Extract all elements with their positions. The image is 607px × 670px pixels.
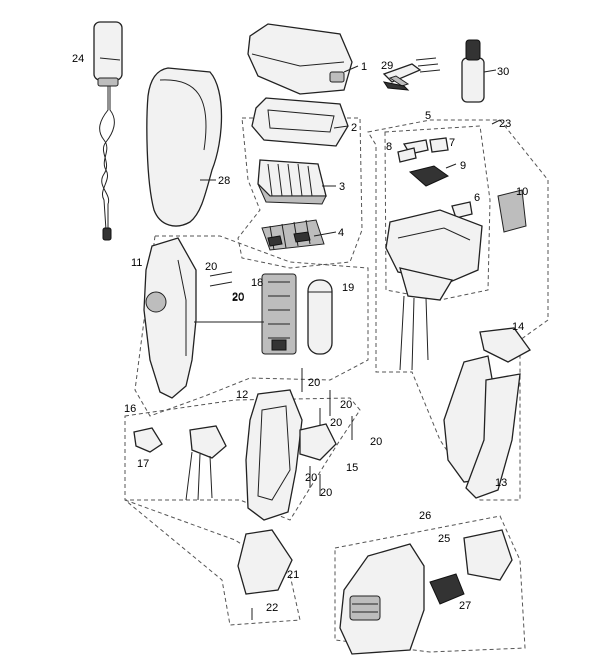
charging-station-part <box>339 543 425 655</box>
protective-cap-part <box>247 23 353 95</box>
label-part-22: 22 <box>266 602 278 614</box>
bottom-cover-part <box>237 529 293 595</box>
label-part-4: 4 <box>338 227 344 239</box>
label-part-1: 1 <box>361 61 367 73</box>
pouch-part <box>146 67 223 227</box>
label-part-23: 23 <box>499 118 511 130</box>
label-part-18: 18 <box>251 277 263 289</box>
label-part-24: 24 <box>72 53 84 65</box>
motor-bracket-part <box>299 423 337 461</box>
label-part-19: 19 <box>342 282 354 294</box>
ac-adaptor-part <box>93 21 123 241</box>
cleaning-brush-part <box>382 57 441 91</box>
label-part-26: 26 <box>419 510 431 522</box>
cleaning-cartridge-part <box>429 573 465 605</box>
label-part-27: 27 <box>459 600 471 612</box>
label-part-29: 29 <box>381 60 393 72</box>
label-part-21: 21 <box>287 569 299 581</box>
circuit-board-part <box>261 273 297 355</box>
cartridge-lid-part <box>463 529 513 581</box>
label-screw-20: 20 <box>320 487 332 499</box>
label-part-28: 28 <box>218 175 230 187</box>
chassis-frame-part <box>245 389 303 521</box>
group-outline-stand-inner <box>384 125 491 301</box>
label-part-8: 8 <box>386 141 392 153</box>
charging-stand-body-part <box>385 209 483 371</box>
label-part-6: 6 <box>474 192 480 204</box>
label-part-30: 30 <box>497 66 509 78</box>
label-part-2: 2 <box>351 122 357 134</box>
label-screw-20: 20 <box>308 377 320 389</box>
part-number-labels: 1 2 3 4 5 6 7 8 9 10 11 12 13 14 15 16 1… <box>72 53 528 614</box>
oil-bottle-part <box>461 39 485 103</box>
label-part-17: 17 <box>137 458 149 470</box>
label-part-12: 12 <box>236 389 248 401</box>
label-part-11: 11 <box>131 257 142 269</box>
screws-part <box>209 271 353 496</box>
wire-clip-parts <box>133 425 227 501</box>
outer-foil-frame-part <box>251 97 349 147</box>
pouch-inner-line <box>159 79 207 151</box>
label-part-7: 7 <box>449 137 455 149</box>
label-part-25: 25 <box>438 533 450 545</box>
label-screw-20: 20 <box>330 417 342 429</box>
label-screw-20: 20 <box>232 292 244 304</box>
label-screw-20: 20 <box>340 399 352 411</box>
leader-lines <box>99 57 501 323</box>
label-screw-20: 20 <box>205 261 217 273</box>
label-part-10: 10 <box>516 186 528 198</box>
label-screw-20: 20 <box>370 436 382 448</box>
group-outline-charger <box>334 515 526 653</box>
foil-part <box>257 159 327 205</box>
label-screw-20: 20 <box>232 291 244 303</box>
label-part-13: 13 <box>495 477 507 489</box>
group-outline-body <box>134 235 369 417</box>
label-part-15: 15 <box>346 462 358 474</box>
label-part-14: 14 <box>512 321 524 333</box>
stand-top-parts <box>397 137 527 233</box>
case-front-part <box>143 237 197 399</box>
label-part-5: 5 <box>425 110 431 122</box>
label-part-9: 9 <box>460 160 466 172</box>
battery-part <box>307 279 333 355</box>
label-screw-20: 20 <box>305 472 317 484</box>
group-outline-base-left <box>124 499 301 626</box>
label-part-3: 3 <box>339 181 345 193</box>
inner-blade-part <box>261 219 325 251</box>
case-back-part <box>443 355 521 499</box>
label-part-16: 16 <box>124 403 136 415</box>
top-cover-part <box>479 327 531 363</box>
group-outline-inner <box>124 397 361 521</box>
